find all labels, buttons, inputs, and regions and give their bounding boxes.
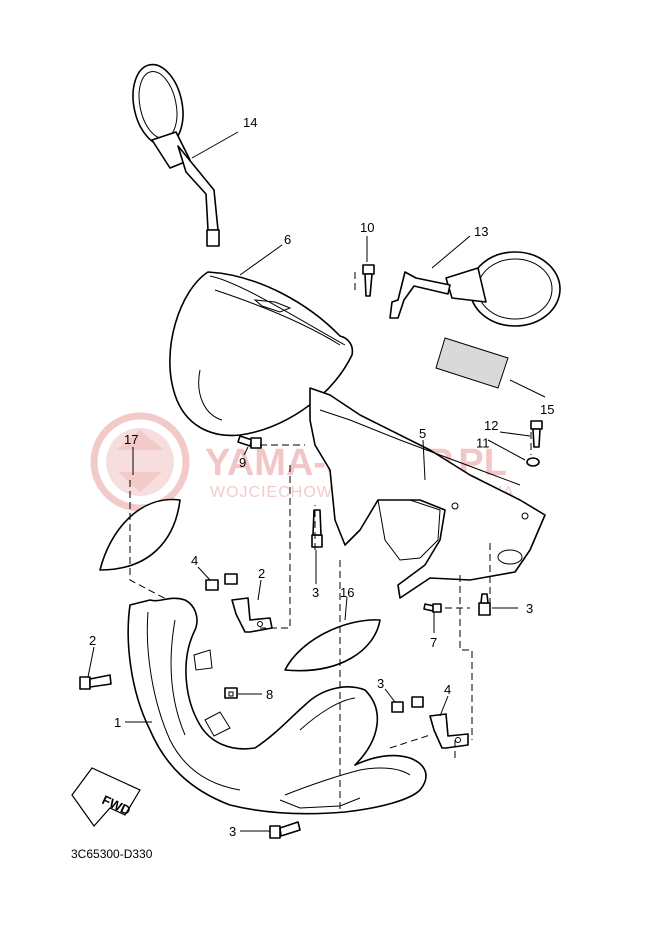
fwd-direction-arrow: FWD	[71, 767, 141, 827]
callout-12: 12	[484, 418, 498, 433]
callout-3-c: 2	[89, 633, 96, 648]
part-8-clip	[224, 687, 238, 699]
callout-9: 9	[239, 455, 246, 470]
callout-3-a: 3	[312, 585, 319, 600]
callout-7: 7	[430, 635, 437, 650]
callout-8: 8	[266, 687, 273, 702]
part-2-bracket-b	[429, 713, 469, 749]
callout-6: 6	[284, 232, 291, 247]
diagram-code: 3C65300-D330	[71, 847, 153, 861]
callout-4-b: 3	[377, 676, 384, 691]
part-6-headlight-cover	[169, 271, 354, 437]
part-4-nut-b	[391, 696, 424, 713]
part-5-inner-panel	[309, 387, 546, 599]
leader-lines	[87, 131, 546, 832]
yamaha-logo-icon	[90, 412, 190, 512]
callout-4-a: 4	[191, 553, 198, 568]
part-17-decal	[99, 498, 181, 571]
callout-5: 5	[419, 426, 426, 441]
part-4-nut-a	[205, 573, 238, 591]
part-9-screw	[237, 435, 262, 449]
part-13-right-mirror	[389, 251, 561, 327]
callout-3-d: 3	[229, 824, 236, 839]
callout-3-b: 3	[526, 601, 533, 616]
part-10-screw	[362, 264, 375, 297]
callout-10: 10	[360, 220, 374, 235]
part-3-bolt-d	[269, 821, 301, 839]
callout-2-b: 4	[444, 682, 451, 697]
part-2-bracket-a	[231, 597, 273, 633]
callout-17: 17	[124, 432, 138, 447]
part-3-bolt-a	[311, 509, 323, 548]
callout-2-a: 2	[258, 566, 265, 581]
callout-14: 14	[243, 115, 257, 130]
part-12-screw	[530, 420, 543, 448]
part-3-bolt-b	[478, 593, 491, 616]
part-15-decal	[435, 337, 509, 389]
part-14-left-mirror	[132, 63, 220, 247]
part-3-bolt-c	[79, 674, 112, 690]
assembly-lines	[129, 270, 532, 810]
callout-labels: 14 6 10 13 15 12 11 5 17 9 3 4 2 7 16 8 …	[89, 115, 554, 839]
part-16-decal	[284, 619, 381, 672]
callout-16: 16	[340, 585, 354, 600]
callout-15: 15	[540, 402, 554, 417]
callout-1: 1	[114, 715, 121, 730]
part-1-front-cowl	[127, 597, 427, 815]
callout-13: 13	[474, 224, 488, 239]
callout-11: 11	[476, 435, 490, 450]
part-11-washer	[526, 457, 540, 467]
part-7-screw	[423, 603, 442, 613]
